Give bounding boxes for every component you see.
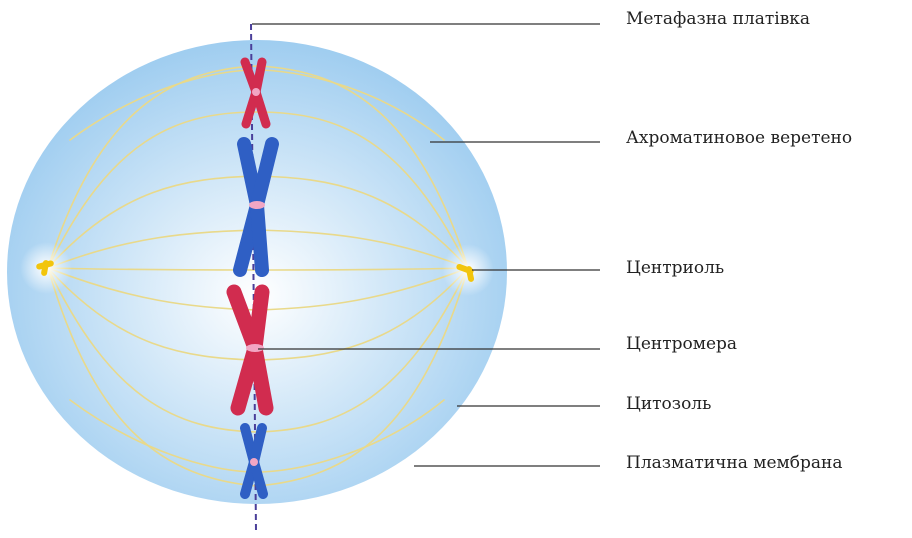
label-centromere: Центромера [626,336,737,353]
label-cytosol: Цитозоль [626,396,711,413]
label-centriole: Центриоль [626,260,724,277]
label-spindle: Ахроматиновое веретено [626,130,852,147]
label-plasma-membrane: Плазматична мембрана [626,455,842,472]
label-metaphase-plate: Метафазна платівка [626,11,810,28]
